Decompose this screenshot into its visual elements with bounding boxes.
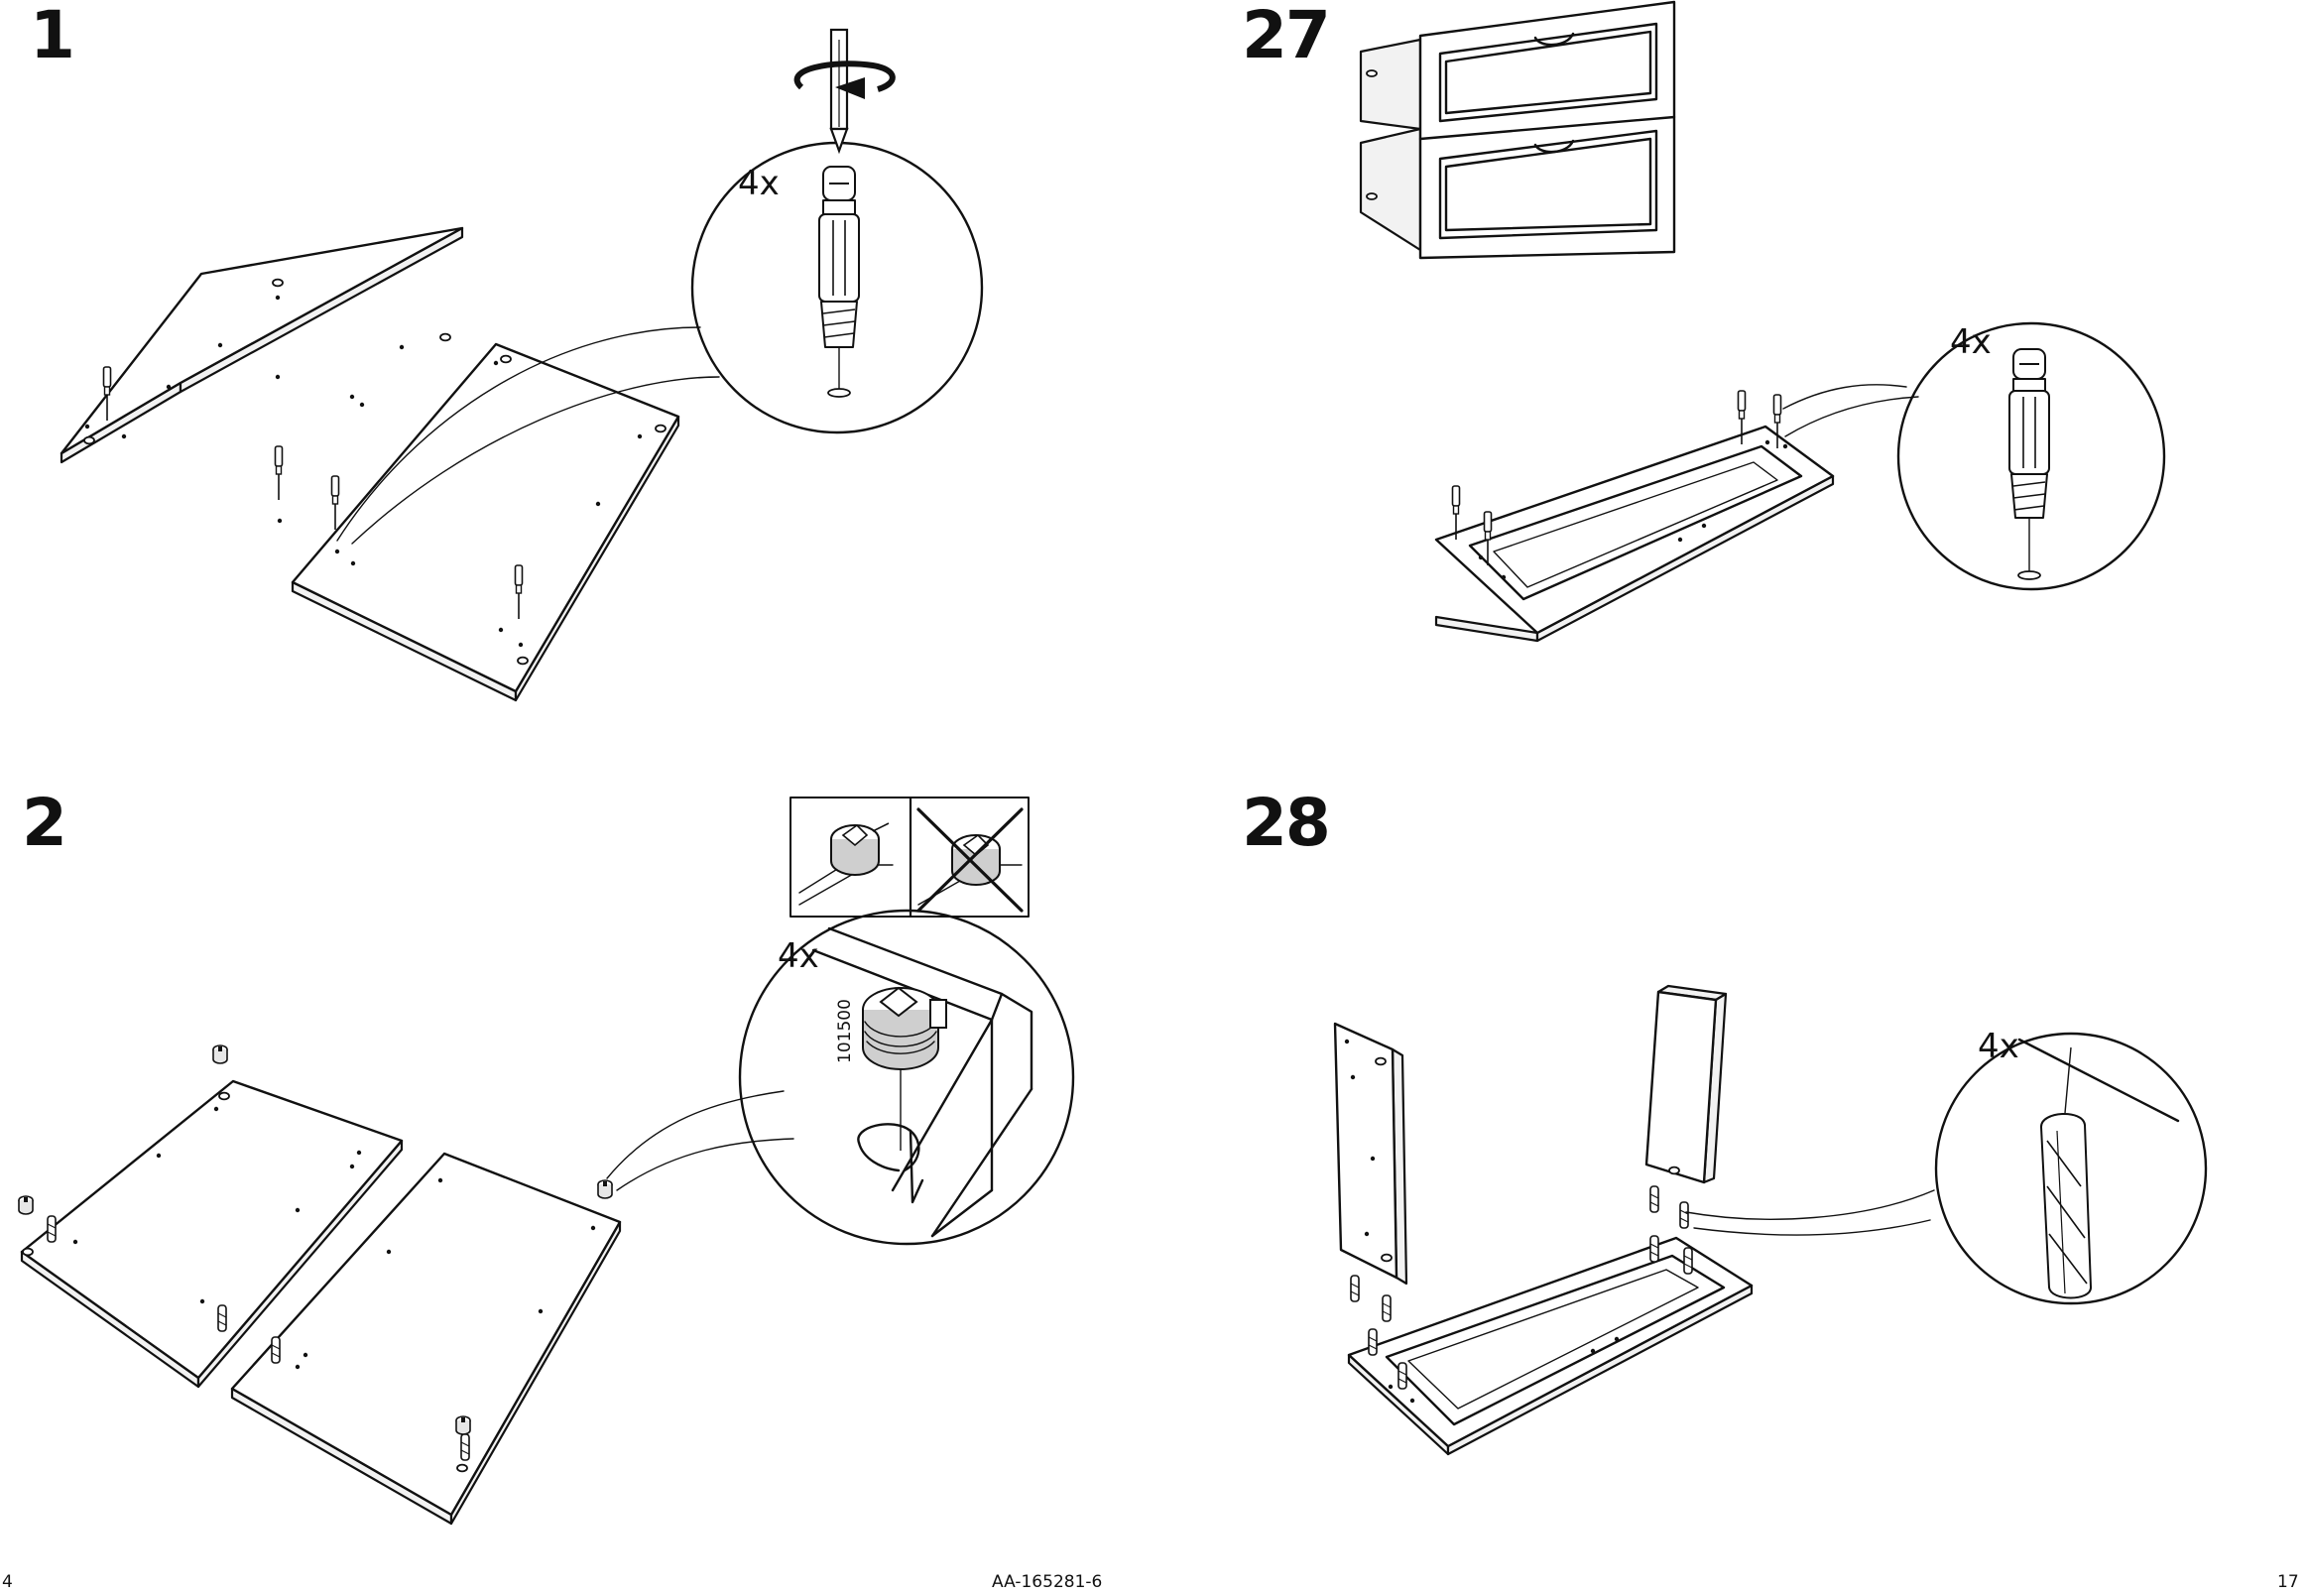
wooden-dowel-icon bbox=[2041, 1047, 2091, 1298]
page-footer: 4 AA-165281-6 17 bbox=[2, 1572, 2299, 1592]
side-panel-left bbox=[1335, 1024, 1406, 1284]
page-number-left: 4 bbox=[2, 1572, 13, 1592]
quantity-label: 4x bbox=[1978, 1027, 2019, 1066]
quantity-label: 4x bbox=[778, 936, 819, 976]
side-panel-right bbox=[1646, 986, 1726, 1182]
page-number-right: 17 bbox=[2277, 1572, 2299, 1592]
step-28: 28 bbox=[1242, 785, 2206, 1454]
step-number: 27 bbox=[1242, 0, 1329, 73]
step-27: 27 bbox=[1242, 0, 2164, 641]
document-code: AA-165281-6 bbox=[992, 1572, 1102, 1592]
correct-incorrect-panel bbox=[790, 798, 1029, 917]
drawer-unit bbox=[1361, 2, 1674, 258]
cam-bolt-icon bbox=[2009, 349, 2049, 579]
quantity-label: 4x bbox=[1950, 322, 1992, 362]
step-2: 2 bbox=[19, 785, 1073, 1524]
drawer-front-panel bbox=[1436, 427, 1833, 641]
quantity-label: 4x bbox=[738, 164, 780, 203]
cam-bolt-icon bbox=[819, 167, 859, 397]
step-number: 2 bbox=[22, 785, 65, 861]
step-number: 1 bbox=[30, 0, 73, 73]
step-1: 1 bbox=[30, 0, 982, 700]
part-code: 101500 bbox=[835, 999, 855, 1063]
step-number: 28 bbox=[1242, 785, 1329, 861]
